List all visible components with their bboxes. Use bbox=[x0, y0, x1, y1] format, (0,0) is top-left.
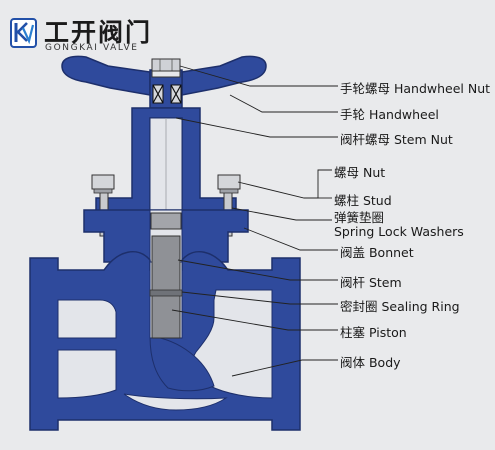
label-spring-lock-washers-en: Spring Lock Washers bbox=[334, 224, 464, 239]
nut-left bbox=[91, 174, 115, 190]
brand-name-en: GONGKAI VALVE bbox=[45, 43, 139, 53]
stem-connector bbox=[150, 212, 182, 230]
handwheel-nut-shape bbox=[151, 58, 181, 72]
label-handwheel-nut: 手轮螺母 Handwheel Nut bbox=[340, 81, 491, 96]
label-sealing-ring: 密封圈 Sealing Ring bbox=[340, 299, 460, 314]
piston-shape bbox=[151, 235, 181, 339]
kv-logo-icon bbox=[10, 18, 37, 48]
label-spring-lock-washers-cn: 弹簧垫圈 bbox=[334, 210, 385, 225]
brand-name-cn: 工开阀门 bbox=[44, 18, 153, 47]
label-nut: 螺母 Nut bbox=[334, 165, 386, 180]
label-stem-nut: 阀杆螺母 Stem Nut bbox=[340, 132, 453, 147]
label-handwheel: 手轮 Handwheel bbox=[340, 107, 439, 122]
label-piston: 柱塞 Piston bbox=[340, 325, 407, 340]
label-body: 阀体 Body bbox=[340, 355, 401, 370]
label-bonnet: 阀盖 Bonnet bbox=[340, 245, 414, 260]
label-stem: 阀杆 Stem bbox=[340, 275, 402, 290]
label-stud: 螺柱 Stud bbox=[334, 193, 392, 208]
sealing-ring-shape bbox=[149, 289, 183, 297]
handwheel-shape bbox=[61, 55, 151, 96]
nut-right bbox=[217, 174, 241, 190]
